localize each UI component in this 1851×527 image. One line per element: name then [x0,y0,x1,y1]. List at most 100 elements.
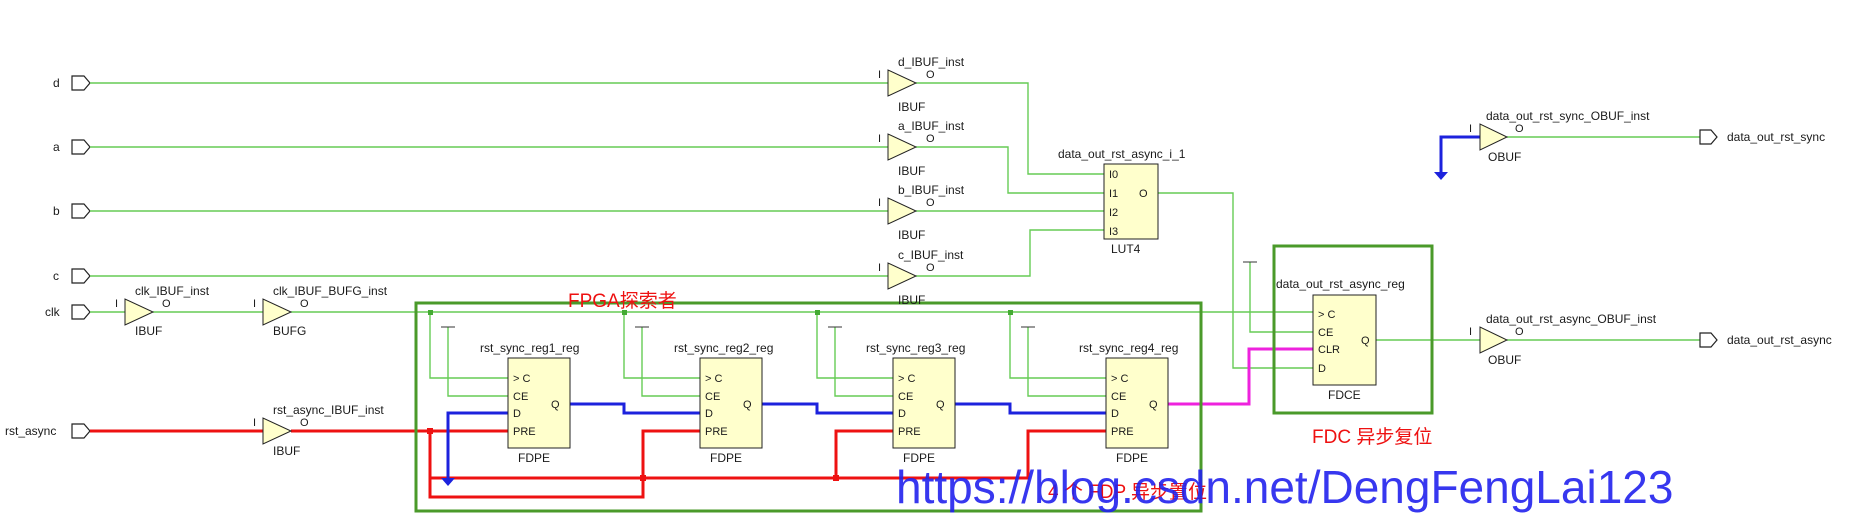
reg2-pin-d: D [705,408,713,420]
ibuf-clk[interactable]: clk_IBUF_inst I O IBUF [115,284,210,338]
port-d-label: d [53,76,60,90]
obuf-async-pin-o: O [1515,326,1524,338]
ibuf-a-type: IBUF [898,164,925,178]
obuf-async[interactable]: data_out_rst_async_OBUF_inst I O OBUF [1469,312,1657,367]
data-nets [441,135,1480,486]
port-data-out-rst-async[interactable]: data_out_rst_async [1699,332,1832,348]
ibuf-rst-async[interactable]: rst_async_IBUF_inst I O IBUF [253,403,384,458]
bufg-pin-o: O [300,298,309,310]
port-clk[interactable]: clk [45,304,91,320]
fdce-pin-c: > C [1318,309,1335,321]
port-c[interactable]: c [53,268,91,284]
sync-reset-hier-box [414,301,1203,513]
green-nets [90,82,1700,397]
port-b-label: b [53,204,60,218]
output-net [1168,347,1313,406]
annotation-fpga: FPGA探索者 [568,290,677,312]
port-data-out-rst-sync-label: data_out_rst_sync [1727,130,1825,144]
input-ports: d a b c clk rst_async [5,75,91,439]
ibuf-a[interactable]: a_IBUF_inst I O IBUF [878,119,965,178]
bufg-clk[interactable]: clk_IBUF_BUFG_inst I O BUFG [253,284,388,338]
annotation-fdc: FDC 异步复位 [1312,426,1432,448]
reg4-pin-d: D [1111,408,1119,420]
port-a-label: a [53,140,60,154]
obuf-sync[interactable]: data_out_rst_sync_OBUF_inst I O OBUF [1469,109,1650,164]
fdpe-reg3[interactable]: rst_sync_reg3_reg > C CE D PRE Q FDPE [866,341,965,465]
reg1-inst-label: rst_sync_reg1_reg [480,341,579,355]
ibuf-b[interactable]: b_IBUF_inst I O IBUF [878,183,965,242]
ibuf-b-pin-i: I [878,197,881,209]
obuf-async-type: OBUF [1488,353,1521,367]
watermark-url: https://blog.csdn.net/DengFengLai123 [896,461,1673,513]
port-data-out-rst-sync[interactable]: data_out_rst_sync [1699,129,1825,145]
fdce-pin-d: D [1318,363,1326,375]
ibuf-b-inst-label: b_IBUF_inst [898,183,965,197]
ibuf-c[interactable]: c_IBUF_inst I O IBUF [878,248,964,307]
ibuf-clk-type: IBUF [135,324,162,338]
fdpe-reg4[interactable]: rst_sync_reg4_reg > C CE D PRE Q FDPE [1079,341,1178,465]
junction-dots [428,310,1013,315]
lut4-type: LUT4 [1111,242,1141,256]
fdce-pin-clr: CLR [1318,344,1340,356]
ibuf-d-pin-i: I [878,69,881,81]
port-c-label: c [53,269,59,283]
ibuf-clk-pin-o: O [162,298,171,310]
reg2-type: FDPE [710,451,742,465]
reg4-pin-q: Q [1149,399,1158,411]
reg2-pin-ce: CE [705,391,720,403]
obuf-sync-pin-i: I [1469,123,1472,135]
ibuf-c-type: IBUF [898,293,925,307]
reg2-pin-c: > C [705,373,722,385]
reg1-pin-d: D [513,408,521,420]
reg4-pin-ce: CE [1111,391,1126,403]
ibuf-a-pin-i: I [878,133,881,145]
fdpe-reg2[interactable]: rst_sync_reg2_reg > C CE D PRE Q FDPE [674,341,773,465]
reset-nets [90,428,1106,499]
ibuf-a-inst-label: a_IBUF_inst [898,119,965,133]
fdce-pin-ce: CE [1318,327,1333,339]
reg4-pin-c: > C [1111,373,1128,385]
ibuf-c-inst-label: c_IBUF_inst [898,248,964,262]
lut4-pin-i3: I3 [1109,226,1118,238]
fdce-type: FDCE [1328,388,1361,402]
lut4-cell[interactable]: data_out_rst_async_i_1 I0 I1 I2 I3 O LUT… [1058,147,1186,256]
ibuf-d-pin-o: O [926,69,935,81]
lut4-pin-i2: I2 [1109,207,1118,219]
lut4-pin-i0: I0 [1109,169,1118,181]
ibuf-a-pin-o: O [926,133,935,145]
reg3-pin-ce: CE [898,391,913,403]
ibuf-rst-pin-o: O [300,417,309,429]
reg3-pin-c: > C [898,373,915,385]
fdce-inst-label: data_out_rst_async_reg [1276,277,1405,291]
reg3-pin-q: Q [936,399,945,411]
lut4-pin-o: O [1139,188,1148,200]
lut4-inst-label: data_out_rst_async_i_1 [1058,147,1186,161]
bufg-pin-i: I [253,298,256,310]
ibuf-d[interactable]: d_IBUF_inst I O IBUF [878,55,965,114]
fdpe-reg1[interactable]: rst_sync_reg1_reg > C CE D PRE Q FDPE [480,341,579,465]
ibuf-clk-pin-i: I [115,298,118,310]
reg2-inst-label: rst_sync_reg2_reg [674,341,773,355]
fdce-cell[interactable]: data_out_rst_async_reg > C CE CLR D Q FD… [1276,277,1405,402]
reg3-pin-d: D [898,408,906,420]
reg4-inst-label: rst_sync_reg4_reg [1079,341,1178,355]
port-rst-async-label: rst_async [5,424,56,438]
reg1-pin-ce: CE [513,391,528,403]
port-d[interactable]: d [53,75,91,91]
port-a[interactable]: a [53,139,91,155]
ibuf-d-type: IBUF [898,100,925,114]
port-b[interactable]: b [53,203,91,219]
obuf-sync-type: OBUF [1488,150,1521,164]
ibuf-b-type: IBUF [898,228,925,242]
reg1-pin-pre: PRE [513,426,536,438]
fdce-pin-q: Q [1361,335,1370,347]
ibuf-c-pin-i: I [878,262,881,274]
reg1-type: FDPE [518,451,550,465]
reg2-pin-pre: PRE [705,426,728,438]
obuf-async-pin-i: I [1469,326,1472,338]
fdce-hier-box [1272,244,1434,415]
ibuf-rst-pin-i: I [253,417,256,429]
port-rst-async[interactable]: rst_async [5,423,91,439]
reg4-type: FDPE [1116,451,1148,465]
